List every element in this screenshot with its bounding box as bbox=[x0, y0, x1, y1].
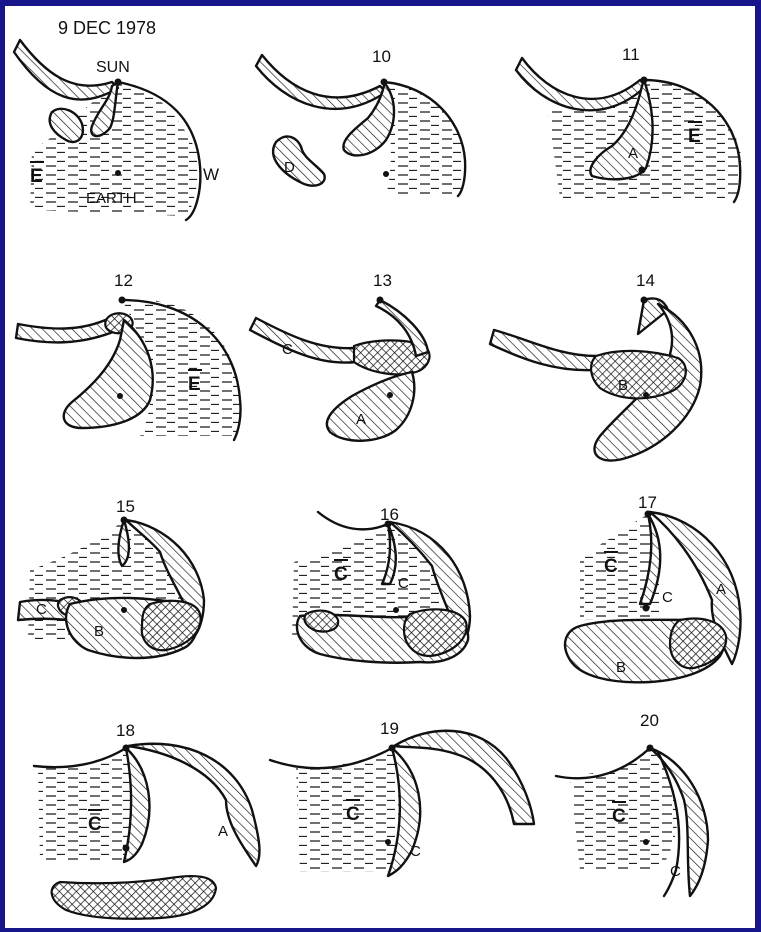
sun-marker bbox=[123, 745, 130, 752]
panel-9: SUN EARTH E W bbox=[14, 40, 219, 220]
region-label: C bbox=[410, 843, 421, 860]
diagram-title: 9 DEC 1978 bbox=[58, 18, 156, 38]
sun-marker bbox=[647, 745, 654, 752]
earth-marker bbox=[643, 605, 650, 612]
sector-label: C bbox=[334, 564, 348, 585]
day-label: 18 bbox=[116, 721, 135, 740]
panel-20: 20 C C bbox=[556, 711, 708, 896]
hatched-sector bbox=[638, 298, 668, 334]
sector-label: C bbox=[88, 814, 102, 835]
sun-marker bbox=[115, 79, 122, 86]
crosshatched-sector bbox=[670, 619, 726, 669]
sun-marker bbox=[641, 297, 648, 304]
region-label: C bbox=[398, 575, 409, 592]
figure-frame: 9 DEC 1978 SUN EARTH E W 10 D 11 E bbox=[5, 6, 755, 928]
region-label: B bbox=[616, 659, 626, 676]
earth-marker bbox=[393, 607, 399, 613]
region-label: A bbox=[218, 823, 228, 840]
day-label: 14 bbox=[636, 271, 655, 290]
region-label: B bbox=[94, 623, 104, 640]
panel-19: 19 C C bbox=[270, 719, 534, 876]
earth-marker bbox=[639, 167, 646, 174]
sector-label: C bbox=[612, 806, 626, 827]
crosshatched-sector bbox=[52, 876, 216, 919]
sun-marker bbox=[641, 77, 648, 84]
sun-marker bbox=[381, 79, 388, 86]
sector-label: E bbox=[188, 374, 201, 395]
sector-label: E bbox=[688, 126, 701, 147]
sector-label: E bbox=[30, 166, 43, 187]
interplanetary-sector-diagram: 9 DEC 1978 SUN EARTH E W 10 D 11 E bbox=[5, 6, 755, 928]
earth-marker bbox=[115, 170, 121, 176]
panel-12: 12 E bbox=[16, 271, 241, 440]
earth-marker bbox=[385, 839, 391, 845]
sun-marker bbox=[377, 297, 384, 304]
region-label: D bbox=[284, 159, 295, 176]
earth-marker bbox=[643, 839, 649, 845]
day-label: 19 bbox=[380, 719, 399, 738]
earth-marker bbox=[117, 393, 123, 399]
sector-label: C bbox=[346, 804, 360, 825]
west-label: W bbox=[203, 165, 219, 184]
sun-label: SUN bbox=[96, 59, 130, 76]
panel-17: 17 C C A B bbox=[565, 493, 740, 682]
day-label: 15 bbox=[116, 497, 135, 516]
earth-marker bbox=[383, 171, 389, 177]
earth-marker bbox=[387, 392, 393, 398]
hatched-sector bbox=[490, 330, 596, 370]
sun-marker bbox=[645, 511, 652, 518]
day-label: 10 bbox=[372, 47, 391, 66]
earth-marker bbox=[121, 607, 127, 613]
day-label: 12 bbox=[114, 271, 133, 290]
region-label: C bbox=[282, 341, 293, 358]
day-label: 17 bbox=[638, 493, 657, 512]
panel-15: 15 C B bbox=[18, 497, 204, 658]
panel-11: 11 E A bbox=[516, 45, 742, 202]
day-label: 20 bbox=[640, 711, 659, 730]
hatched-blob bbox=[273, 137, 325, 186]
sun-marker bbox=[119, 297, 126, 304]
dashed-sector bbox=[384, 82, 466, 196]
sector-boundary bbox=[318, 512, 388, 529]
region-label: C bbox=[36, 601, 47, 618]
crosshatched-sector bbox=[304, 611, 338, 632]
region-label: B bbox=[618, 377, 628, 394]
panel-16: 16 C C bbox=[292, 505, 470, 663]
region-label: A bbox=[356, 411, 366, 428]
day-label: 11 bbox=[622, 45, 640, 64]
sun-marker bbox=[121, 517, 128, 524]
sun-marker bbox=[385, 521, 392, 528]
hatched-sector bbox=[256, 55, 386, 109]
earth-marker bbox=[123, 845, 130, 852]
panel-13: 13 C A bbox=[250, 271, 430, 441]
earth-label: EARTH bbox=[86, 190, 137, 207]
crosshatched-sector bbox=[591, 351, 686, 398]
panel-14: 14 B bbox=[490, 271, 701, 461]
hatched-sector bbox=[327, 372, 414, 441]
panel-18: 18 C A bbox=[34, 721, 259, 919]
hatched-sector bbox=[250, 318, 356, 363]
hatched-sector bbox=[16, 318, 118, 342]
day-label: 13 bbox=[373, 271, 392, 290]
sector-label: C bbox=[604, 556, 618, 577]
earth-marker bbox=[643, 392, 649, 398]
sun-marker bbox=[389, 745, 396, 752]
region-label: C bbox=[662, 589, 673, 606]
region-label: A bbox=[716, 581, 726, 598]
panel-10: 10 D bbox=[256, 47, 466, 196]
region-label: C bbox=[670, 863, 681, 880]
region-label: A bbox=[628, 145, 638, 162]
